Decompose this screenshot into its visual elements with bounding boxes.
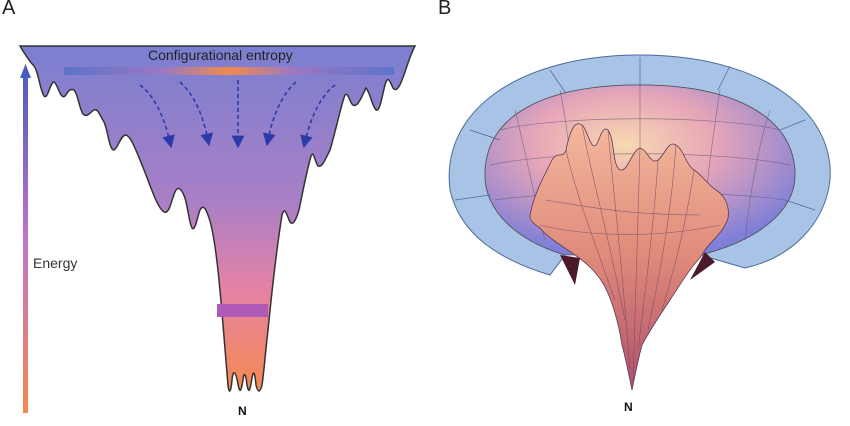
entropy-bar <box>64 67 394 75</box>
energy-axis-arrowhead <box>20 64 31 78</box>
panel-b-label: B <box>438 0 452 19</box>
native-state-label-a: N <box>238 404 247 418</box>
energy-landscape-3d <box>448 54 831 391</box>
funnel-shape <box>18 45 417 392</box>
arrow-2 <box>179 81 214 147</box>
energy-axis-label: Energy <box>33 255 78 271</box>
shadow-left <box>560 255 580 285</box>
native-state-band <box>217 304 268 317</box>
arrow-4 <box>262 81 297 147</box>
arrow-5 <box>300 84 336 149</box>
entropy-label: Configurational entropy <box>148 47 293 63</box>
shadow-right <box>690 252 715 280</box>
native-state-label-b: N <box>624 400 633 414</box>
arrow-1 <box>139 84 175 149</box>
landscape-peaks <box>529 123 729 391</box>
folding-arrows <box>139 80 336 149</box>
panel-a-label: A <box>2 0 16 19</box>
energy-axis-bar <box>23 70 28 413</box>
